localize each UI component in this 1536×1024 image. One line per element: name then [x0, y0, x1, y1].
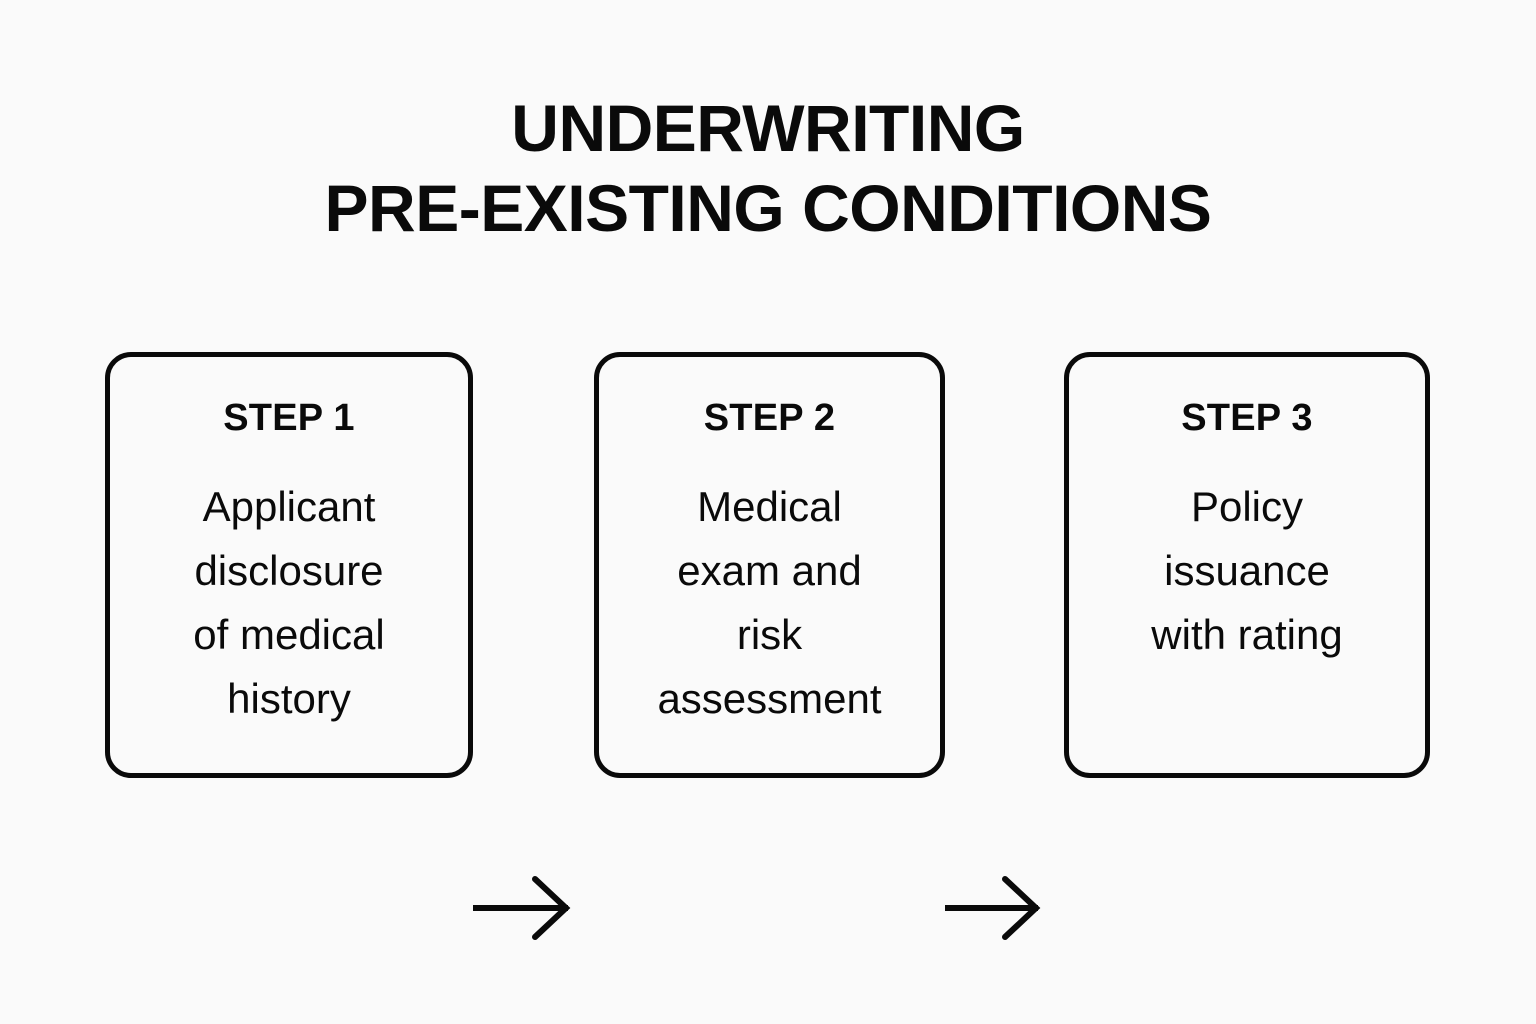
step-3-body-line-2: issuance — [1164, 547, 1330, 594]
step-1-body-line-4: history — [227, 675, 351, 722]
step-1-label: STEP 1 — [223, 397, 355, 439]
title-line-2: PRE-EXISTING CONDITIONS — [324, 171, 1212, 245]
arrow-right-icon-2 — [945, 876, 1064, 940]
title-line-1: UNDERWRITING — [511, 91, 1025, 165]
step-2-body: Medical exam and risk assessment — [599, 475, 940, 731]
step-1-body-line-2: disclosure — [194, 547, 384, 594]
step-2-label: STEP 2 — [703, 397, 836, 439]
step-box-3[interactable]: STEP 3 Policy issuance with rating — [1064, 352, 1430, 778]
page-title: UNDERWRITING PRE-EXISTING CONDITIONS — [0, 88, 1536, 248]
step-3-body-line-1: Policy — [1190, 483, 1304, 530]
step-2-body-line-4: assessment — [657, 675, 882, 722]
step-1-body-line-3: of medical — [193, 611, 385, 658]
step-1-body-line-1: Applicant — [202, 483, 376, 530]
step-2-body-line-2: exam and — [677, 547, 862, 594]
step-3-body-line-3: with rating — [1151, 611, 1343, 658]
step-1-body: Applicant disclosure of medical history — [110, 475, 468, 731]
process-flow: STEP 1 Applicant disclosure of medical h… — [0, 352, 1536, 940]
step-box-2[interactable]: STEP 2 Medical exam and risk assessment — [594, 352, 945, 778]
step-3-body: Policy issuance with rating — [1069, 475, 1425, 667]
step-3-label: STEP 3 — [1181, 397, 1313, 439]
step-2-body-line-1: Medical — [697, 483, 842, 530]
step-2-body-line-3: risk — [736, 611, 803, 658]
step-box-1[interactable]: STEP 1 Applicant disclosure of medical h… — [105, 352, 473, 778]
arrow-right-icon-1 — [473, 876, 594, 940]
